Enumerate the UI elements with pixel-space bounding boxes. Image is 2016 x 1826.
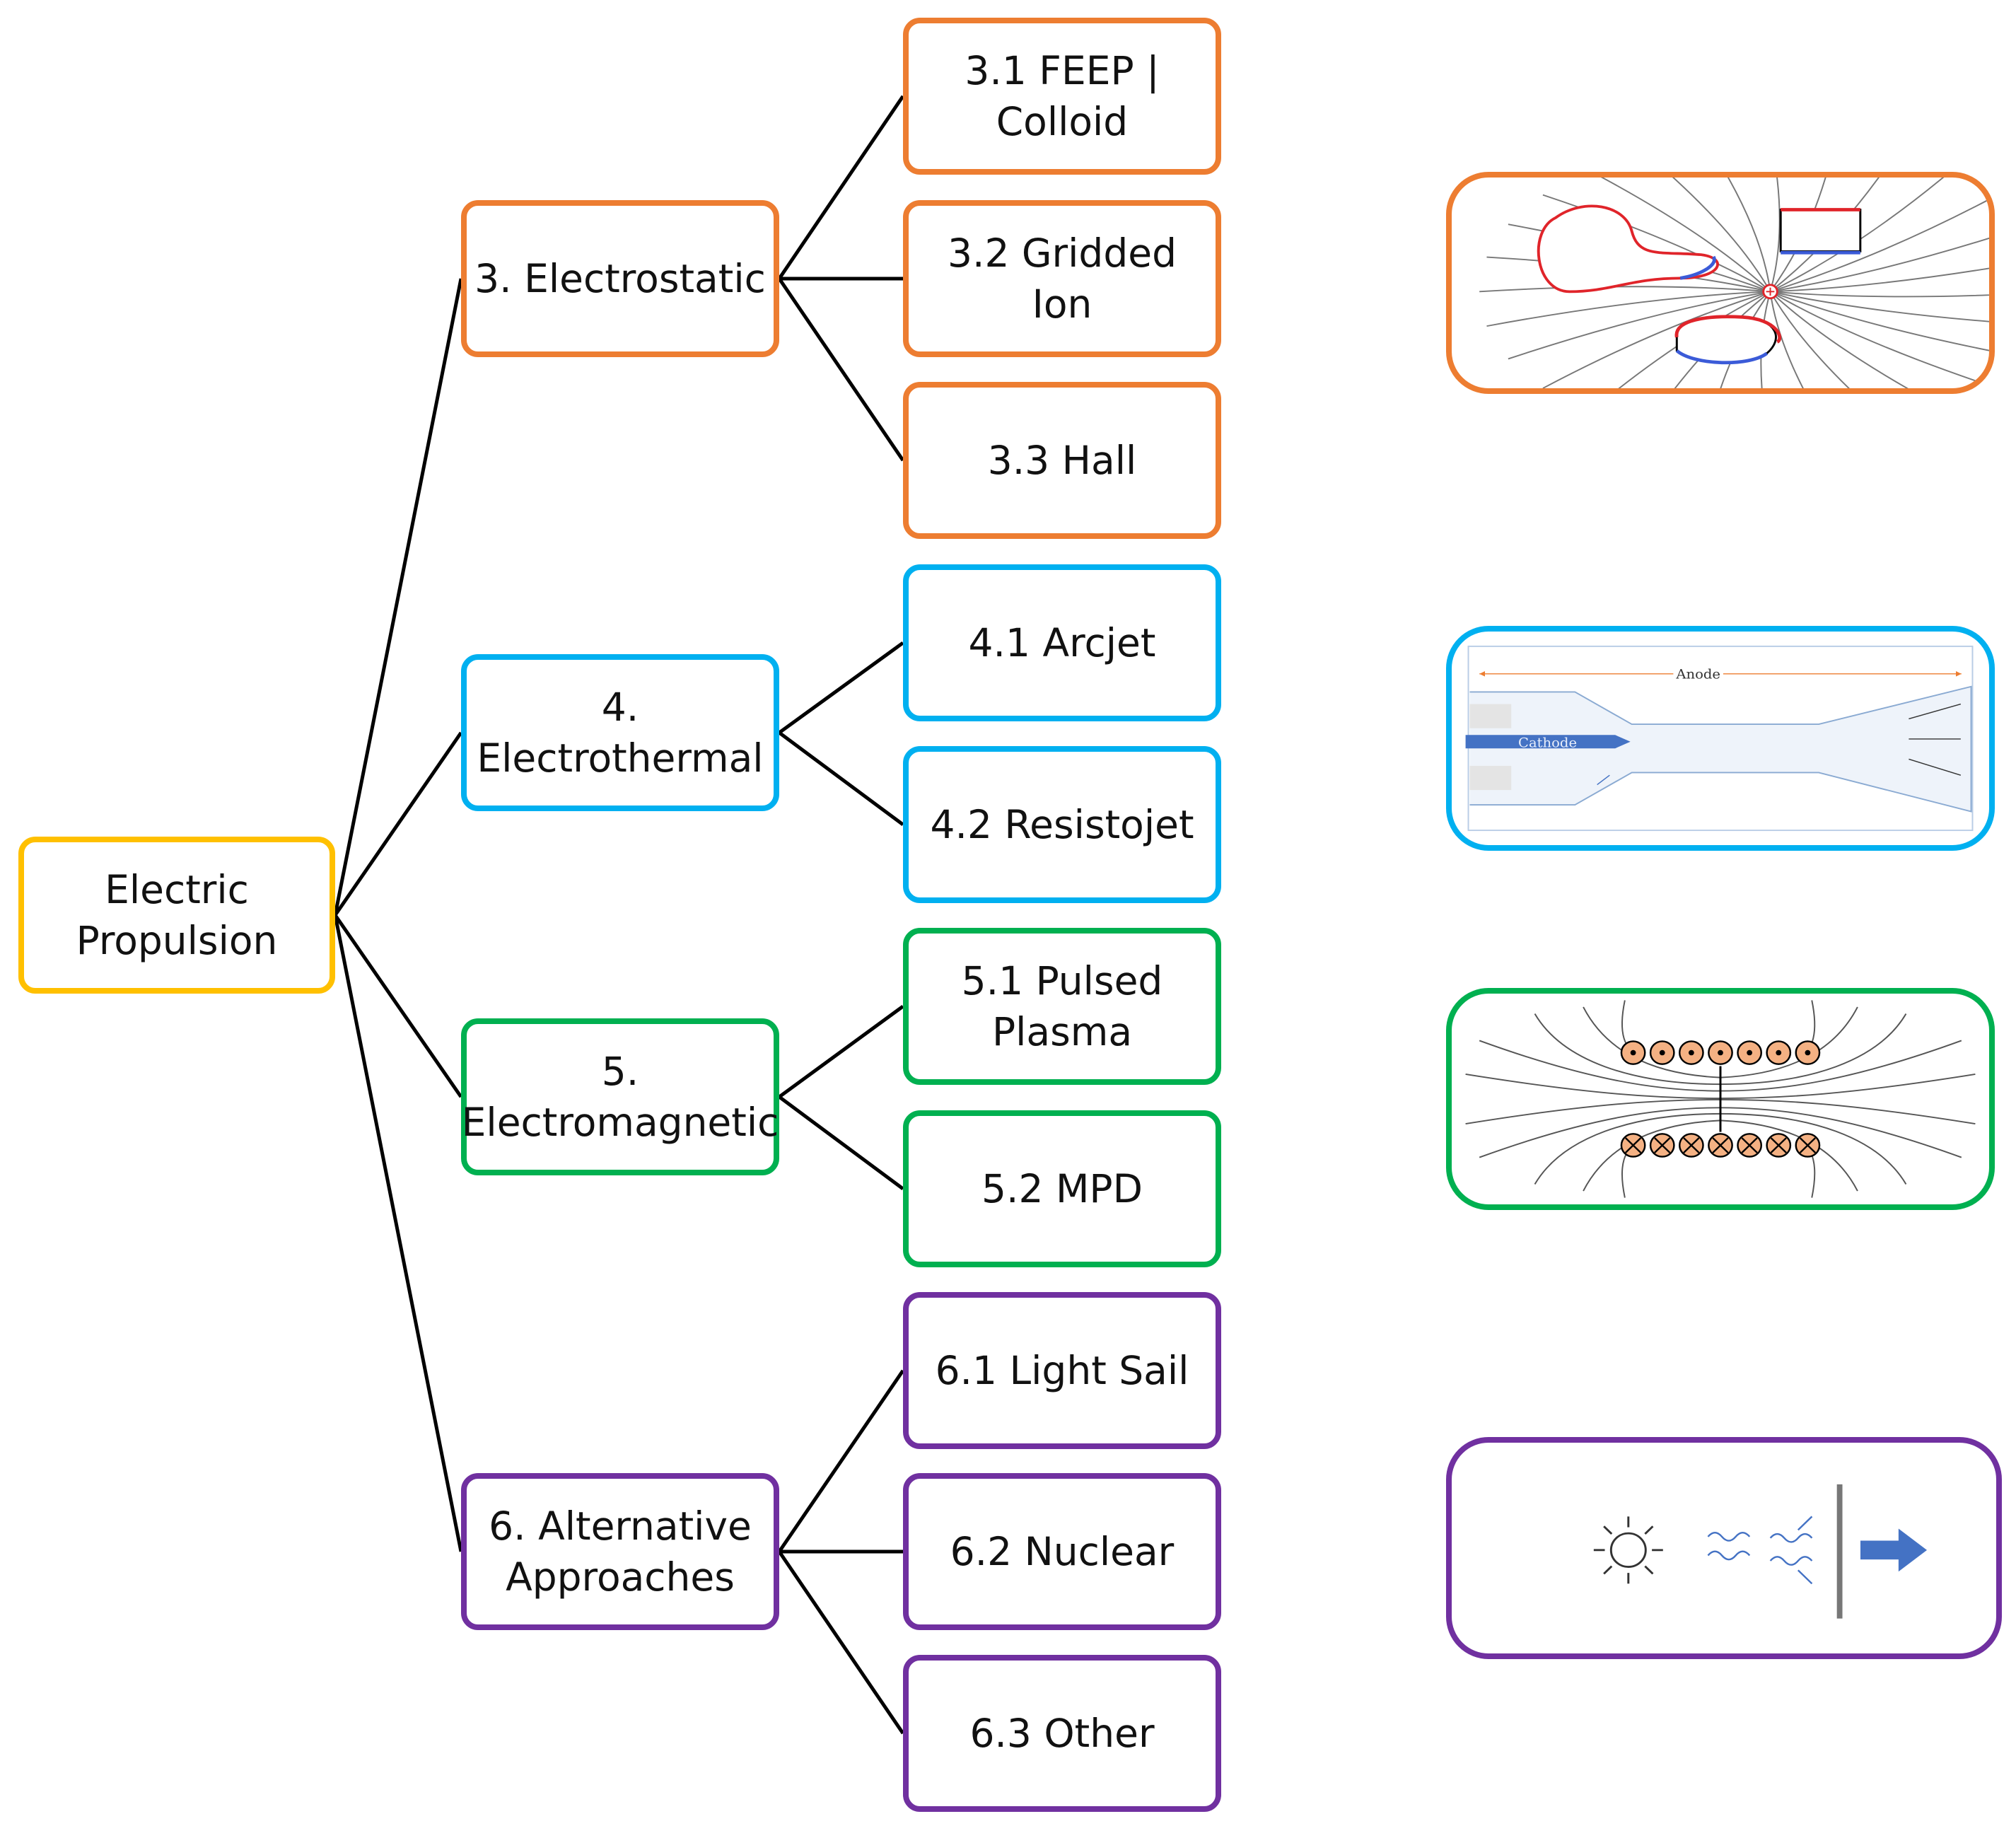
connector-category-to-leaf: [777, 1550, 905, 1735]
arrow-right-icon: [1860, 1528, 1928, 1572]
anode-label: Anode: [1675, 666, 1720, 682]
connector-category-to-leaf: [777, 277, 905, 462]
leaf-label: 3.3 Hall: [987, 438, 1137, 483]
root-node-electric-propulsion: Electric Propulsion: [18, 837, 335, 994]
cathode-label: Cathode: [1518, 735, 1577, 751]
leaf-node-arcjet: 4.1 Arcjet: [903, 564, 1221, 721]
category-label: 5. Electromagnetic: [461, 1049, 779, 1145]
leaf-node-nuclear: 6.2 Nuclear: [903, 1473, 1221, 1630]
connector-root-to-category: [333, 278, 463, 916]
category-label: 4. Electrothermal: [477, 685, 764, 781]
connector-category-to-leaf: [777, 95, 905, 280]
leaf-label: 3.1 FEEP | Colloid: [965, 48, 1160, 144]
leaf-node-gridded-ion: 3.2 Gridded Ion: [903, 200, 1221, 357]
category-node-alternative-approaches: 6. Alternative Approaches: [461, 1473, 779, 1630]
connector-category-to-leaf: [778, 1095, 904, 1191]
connector-category-to-leaf: [778, 731, 904, 827]
sun-icon: [1593, 1516, 1663, 1584]
connector-category-to-leaf: [778, 1004, 904, 1099]
leaf-label: 3.2 Gridded Ion: [947, 231, 1177, 327]
category-node-electrothermal: 4. Electrothermal: [461, 654, 779, 811]
category-node-electromagnetic: 5. Electromagnetic: [461, 1018, 779, 1175]
connector-root-to-category: [333, 914, 463, 1552]
leaf-label: 5.1 Pulsed Plasma: [961, 958, 1163, 1054]
leaf-node-resistojet: 4.2 Resistojet: [903, 746, 1221, 903]
connector-category-to-leaf: [777, 1369, 905, 1553]
connector-root-to-category: [333, 731, 463, 917]
connector-root-to-category: [333, 914, 463, 1098]
leaf-node-mpd: 5.2 MPD: [903, 1110, 1221, 1267]
category-label: 3. Electrostatic: [474, 256, 766, 301]
leaf-node-pulsed-plasma: 5.1 Pulsed Plasma: [903, 928, 1221, 1085]
leaf-node-other: 6.3 Other: [903, 1655, 1221, 1812]
leaf-label: 6.1 Light Sail: [935, 1348, 1189, 1393]
leaf-node-light-sail: 6.1 Light Sail: [903, 1292, 1221, 1449]
leaf-node-hall: 3.3 Hall: [903, 382, 1221, 539]
leaf-label: 6.3 Other: [969, 1711, 1155, 1756]
root-node-label: Electric Propulsion: [76, 867, 278, 963]
leaf-label: 4.1 Arcjet: [968, 620, 1156, 665]
leaf-label: 4.2 Resistojet: [930, 802, 1194, 847]
leaf-label: 5.2 MPD: [981, 1166, 1143, 1211]
electric-field-diagram-icon: [1446, 172, 1995, 394]
leaf-label: 6.2 Nuclear: [950, 1529, 1175, 1574]
light-wave-icon: [1707, 1516, 1813, 1585]
solar-sail-icon: [1446, 1437, 2002, 1659]
magnetic-coil-field-icon: [1446, 988, 1995, 1210]
leaf-node-feep-colloid: 3.1 FEEP | Colloid: [903, 18, 1221, 175]
category-node-electrostatic: 3. Electrostatic: [461, 200, 779, 357]
arcjet-nozzle-diagram-icon: Anode Cathode: [1446, 626, 1995, 851]
connector-category-to-leaf: [778, 641, 904, 735]
category-label: 6. Alternative Approaches: [489, 1504, 752, 1600]
